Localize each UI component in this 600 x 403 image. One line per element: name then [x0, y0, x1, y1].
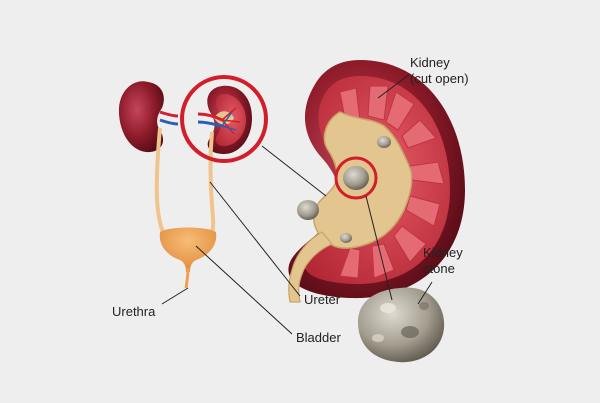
label-bladder: Bladder: [296, 330, 341, 345]
label-urethra: Urethra: [112, 304, 156, 319]
label-kidney-cut-open-line2: (cut open): [410, 71, 469, 86]
leader-line-bladder: [195, 245, 293, 335]
bladder-shape: [159, 227, 217, 289]
label-kidney-stone-line2: stone: [423, 261, 455, 276]
label-ureter: Ureter: [304, 292, 341, 307]
leader-line-zoom: [261, 145, 327, 197]
large-kidney-ureter: [288, 231, 333, 303]
renal-pyramids: [339, 85, 445, 279]
stone-highlight-ring: [334, 156, 378, 200]
kidney-highlight-ring: [180, 75, 268, 163]
leader-line-urethra: [161, 287, 189, 305]
label-kidney-cut-open-line1: Kidney: [410, 55, 450, 70]
large-kidney-cross-section: [288, 60, 465, 303]
label-kidney-stone: Kidney stone: [423, 245, 463, 277]
leader-lines: [161, 73, 433, 335]
leader-line-kidney-cut-open: [377, 73, 411, 99]
left-kidney: [118, 81, 179, 153]
urethra-tube: [184, 267, 190, 289]
right-ureter-tube: [208, 131, 216, 233]
leader-line-stone: [365, 195, 393, 301]
kidney-stone-large: [358, 287, 445, 363]
label-kidney-cut-open: Kidney (cut open): [410, 55, 469, 87]
leader-line-ureter: [209, 181, 301, 297]
leader-line-kidney-stone: [417, 281, 433, 305]
small-stones: [297, 136, 391, 243]
highlighted-stone: [343, 166, 369, 190]
right-kidney-small: [197, 85, 252, 154]
left-ureter-tube: [154, 127, 165, 233]
label-kidney-stone-line1: Kidney: [423, 245, 463, 260]
